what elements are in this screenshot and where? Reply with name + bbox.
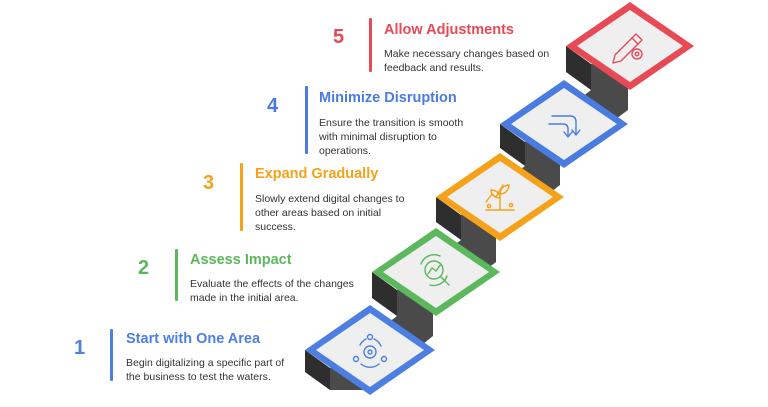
step-4-number: 4 — [267, 95, 279, 117]
step-2-desc-line-1: Evaluate the effects of the changes — [190, 278, 354, 290]
pencil-gear-icon — [612, 33, 643, 64]
magnifier-analysis-icon — [420, 254, 450, 287]
step-3-divider — [240, 163, 243, 231]
step-5-number: 5 — [333, 26, 345, 48]
step-3-number: 3 — [203, 172, 215, 194]
step-1-title: Start with One Area — [126, 331, 261, 347]
step-4-title: Minimize Disruption — [319, 90, 457, 106]
step-3-desc-line-2: other areas based on initial — [255, 207, 382, 219]
step-2-desc-line-2: made in the initial area. — [190, 292, 299, 304]
step-1-desc-line-2: the business to test the waters. — [126, 371, 271, 383]
step-2-face — [372, 228, 500, 316]
step-3-desc-line-1: Slowly extend digital changes to — [255, 193, 405, 205]
step-4-desc-line-3: operations. — [319, 145, 371, 157]
step-4-desc-line-1: Ensure the transition is smooth — [319, 117, 464, 129]
step-3-desc-line-3: success. — [255, 221, 296, 233]
step-2-divider — [175, 249, 178, 301]
step-5-divider — [369, 18, 372, 72]
step-1-divider — [110, 329, 113, 381]
step-5-title: Allow Adjustments — [384, 22, 514, 38]
step-1-number: 1 — [74, 337, 86, 359]
step-5-face — [566, 2, 694, 90]
step-3-title: Expand Gradually — [255, 166, 379, 182]
smooth-arrows-icon — [548, 115, 581, 138]
step-5-desc-line-1: Make necessary changes based on — [384, 48, 550, 60]
step-2-title: Assess Impact — [190, 252, 292, 268]
growth-plant-icon — [485, 184, 515, 211]
step-4-desc-line-2: with minimal disruption to — [319, 131, 437, 143]
team-gear-icon — [352, 333, 388, 368]
step-4-divider — [305, 86, 308, 154]
step-1-desc-line-1: Begin digitalizing a specific part of — [126, 357, 285, 369]
step-2-number: 2 — [138, 257, 150, 279]
step-5-desc-line-2: feedback and results. — [384, 62, 484, 74]
